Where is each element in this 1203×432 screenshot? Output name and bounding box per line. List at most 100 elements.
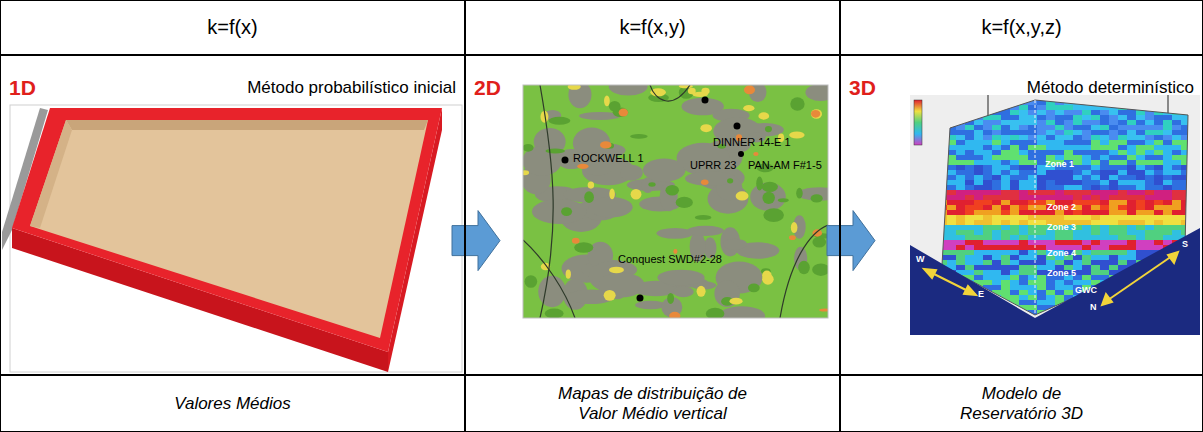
- model-cell: [1046, 180, 1055, 185]
- model-cell: [1055, 170, 1064, 175]
- model-cell: [1028, 140, 1037, 145]
- model-cell: [1154, 205, 1163, 210]
- model-cell: [956, 230, 965, 235]
- model-cell: [1100, 130, 1109, 135]
- map-patch: [620, 165, 643, 181]
- model-cell: [965, 125, 974, 130]
- model-cell: [1118, 250, 1127, 255]
- model-cell: [1172, 165, 1181, 170]
- map-patch: [673, 286, 694, 297]
- model-cell: [1055, 190, 1064, 195]
- model-cell: [1010, 240, 1019, 245]
- model-cell: [1145, 195, 1154, 200]
- model-cell: [1118, 240, 1127, 245]
- map-patch: [657, 270, 704, 286]
- model-cell: [1064, 235, 1073, 240]
- model-cell: [1037, 295, 1046, 300]
- model-cell: [1010, 165, 1019, 170]
- model-cell: [956, 115, 965, 120]
- model-cell: [1028, 305, 1037, 310]
- model-cell: [1019, 215, 1028, 220]
- model-cell: [1037, 105, 1046, 110]
- model-cell: [1019, 285, 1028, 290]
- compass-letter: N: [1090, 303, 1097, 312]
- model-cell: [1037, 160, 1046, 165]
- model-cell: [1073, 195, 1082, 200]
- model-cell: [1109, 260, 1118, 265]
- model-cell: [965, 250, 974, 255]
- model-cell: [1001, 140, 1010, 145]
- model-cell: [956, 220, 965, 225]
- model-cell: [1055, 285, 1064, 290]
- model-cell: [1037, 280, 1046, 285]
- illustration-part: [12, 108, 442, 352]
- model-cell: [1082, 280, 1091, 285]
- model-cell: [1109, 115, 1118, 120]
- model-cell: [974, 255, 983, 260]
- model-cell: [965, 260, 974, 265]
- model-cell: [1136, 185, 1145, 190]
- model-cell: [1073, 175, 1082, 180]
- model-cell: [1046, 145, 1055, 150]
- model-cell: [965, 175, 974, 180]
- model-cell: [1109, 150, 1118, 155]
- model-cell: [1118, 120, 1127, 125]
- map-patch: [790, 97, 804, 110]
- model-cell: [1154, 235, 1163, 240]
- model-cell: [983, 180, 992, 185]
- model-cell: [1118, 260, 1127, 265]
- model-cell: [974, 225, 983, 230]
- map-patch: [604, 96, 610, 107]
- model-cell: [974, 190, 983, 195]
- model-cell: [1064, 185, 1073, 190]
- model-cell: [965, 105, 974, 110]
- model-cell: [1181, 180, 1190, 185]
- block-arrow: [827, 211, 875, 271]
- model-cell: [1010, 150, 1019, 155]
- map-patch: [812, 264, 828, 276]
- model-cell: [1037, 260, 1046, 265]
- model-cell: [938, 240, 947, 245]
- model-cell: [1037, 155, 1046, 160]
- model-cell: [1109, 180, 1118, 185]
- model-cell: [974, 185, 983, 190]
- model-cell: [938, 110, 947, 115]
- map-patch: [584, 191, 594, 203]
- model-cell: [1136, 105, 1145, 110]
- model-cell: [1001, 215, 1010, 220]
- map-frame: [523, 85, 828, 318]
- model-cell: [1010, 200, 1019, 205]
- model-cell: [1019, 295, 1028, 300]
- model-cell: [1037, 305, 1046, 310]
- model-cell: [1100, 250, 1109, 255]
- model-cell: [974, 120, 983, 125]
- model-cell: [1145, 215, 1154, 220]
- model-cell: [1010, 170, 1019, 175]
- model-cell: [1091, 165, 1100, 170]
- model-cell: [965, 270, 974, 275]
- model-cell: [1109, 210, 1118, 215]
- model-cell: [1145, 150, 1154, 155]
- model-cell: [1028, 245, 1037, 250]
- model-cell: [1073, 260, 1082, 265]
- illustration-part: [30, 120, 428, 338]
- model-cell: [1028, 155, 1037, 160]
- model-cell: [1028, 255, 1037, 260]
- model-cell: [1019, 240, 1028, 245]
- model-cell: [1127, 200, 1136, 205]
- model-cell: [1091, 230, 1100, 235]
- model-cell: [1145, 140, 1154, 145]
- model-cell: [1172, 195, 1181, 200]
- model-cell: [1136, 225, 1145, 230]
- model-cell: [1109, 155, 1118, 160]
- model-cell: [1010, 245, 1019, 250]
- model-cell: [965, 145, 974, 150]
- model-cell: [1001, 240, 1010, 245]
- model-cell: [947, 165, 956, 170]
- model-cell: [965, 115, 974, 120]
- map-patch: [604, 290, 616, 301]
- model-cell: [1001, 245, 1010, 250]
- model-cell: [1172, 220, 1181, 225]
- model-cell: [1028, 230, 1037, 235]
